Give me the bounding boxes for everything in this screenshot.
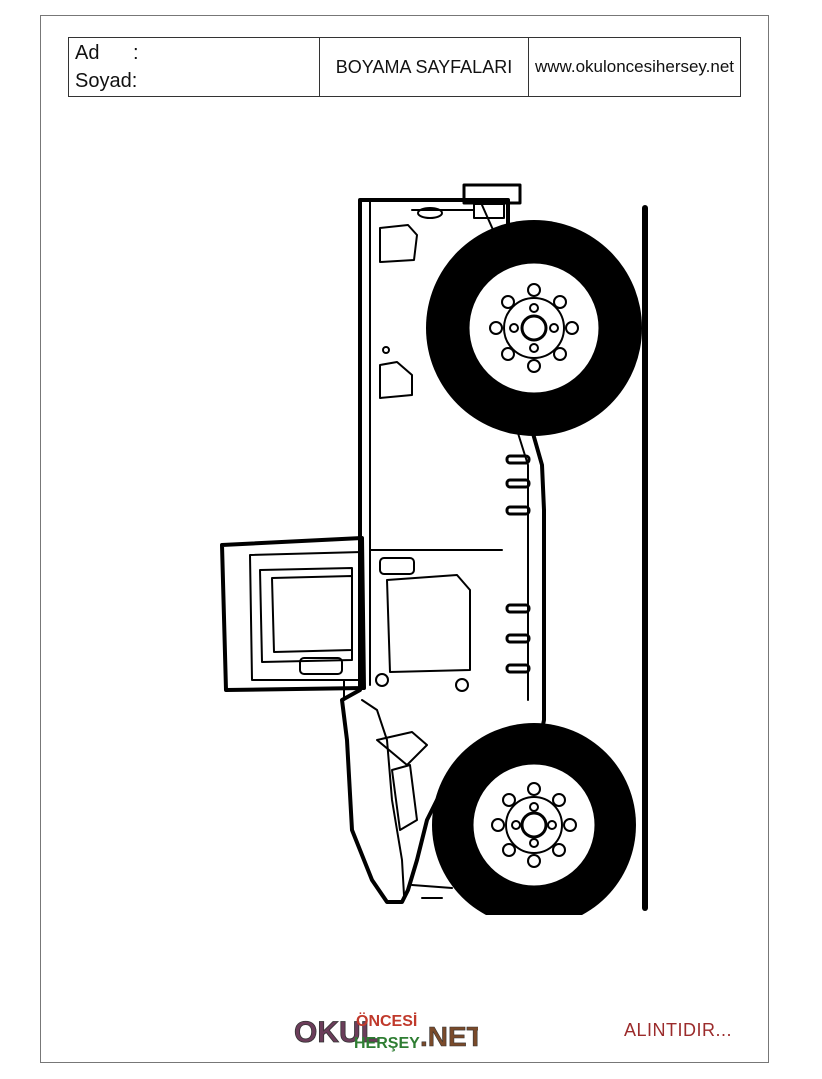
surname-label: Soyad: — [75, 70, 138, 92]
name-colon: : — [133, 42, 139, 64]
cab-outline — [220, 536, 366, 692]
name-label: Ad — [75, 42, 100, 64]
name-cell: Ad : Soyad: — [68, 37, 320, 97]
front-wheel — [432, 723, 636, 915]
okuloncesihersey-logo: OKUL ÖNCESİ HERŞEY .NET — [294, 1011, 478, 1052]
logo-hersey: HERŞEY — [354, 1035, 420, 1052]
header-table: Ad : Soyad: BOYAMA SAYFALARI www.okulonc… — [68, 37, 741, 97]
page-border — [40, 15, 769, 1063]
side-vents — [505, 454, 531, 674]
credit-text: ALINTIDIR... — [624, 1020, 733, 1040]
logo-oncesi: ÖNCESİ — [356, 1011, 417, 1030]
website-url: www.okuloncesihersey.net — [528, 37, 741, 97]
page-title: BOYAMA SAYFALARI — [319, 37, 529, 97]
logo-okul: OKUL — [294, 1016, 379, 1049]
logo-net: .NET — [420, 1021, 478, 1052]
rear-wheel — [426, 220, 642, 436]
jeep-coloring-outline-icon — [220, 183, 648, 915]
